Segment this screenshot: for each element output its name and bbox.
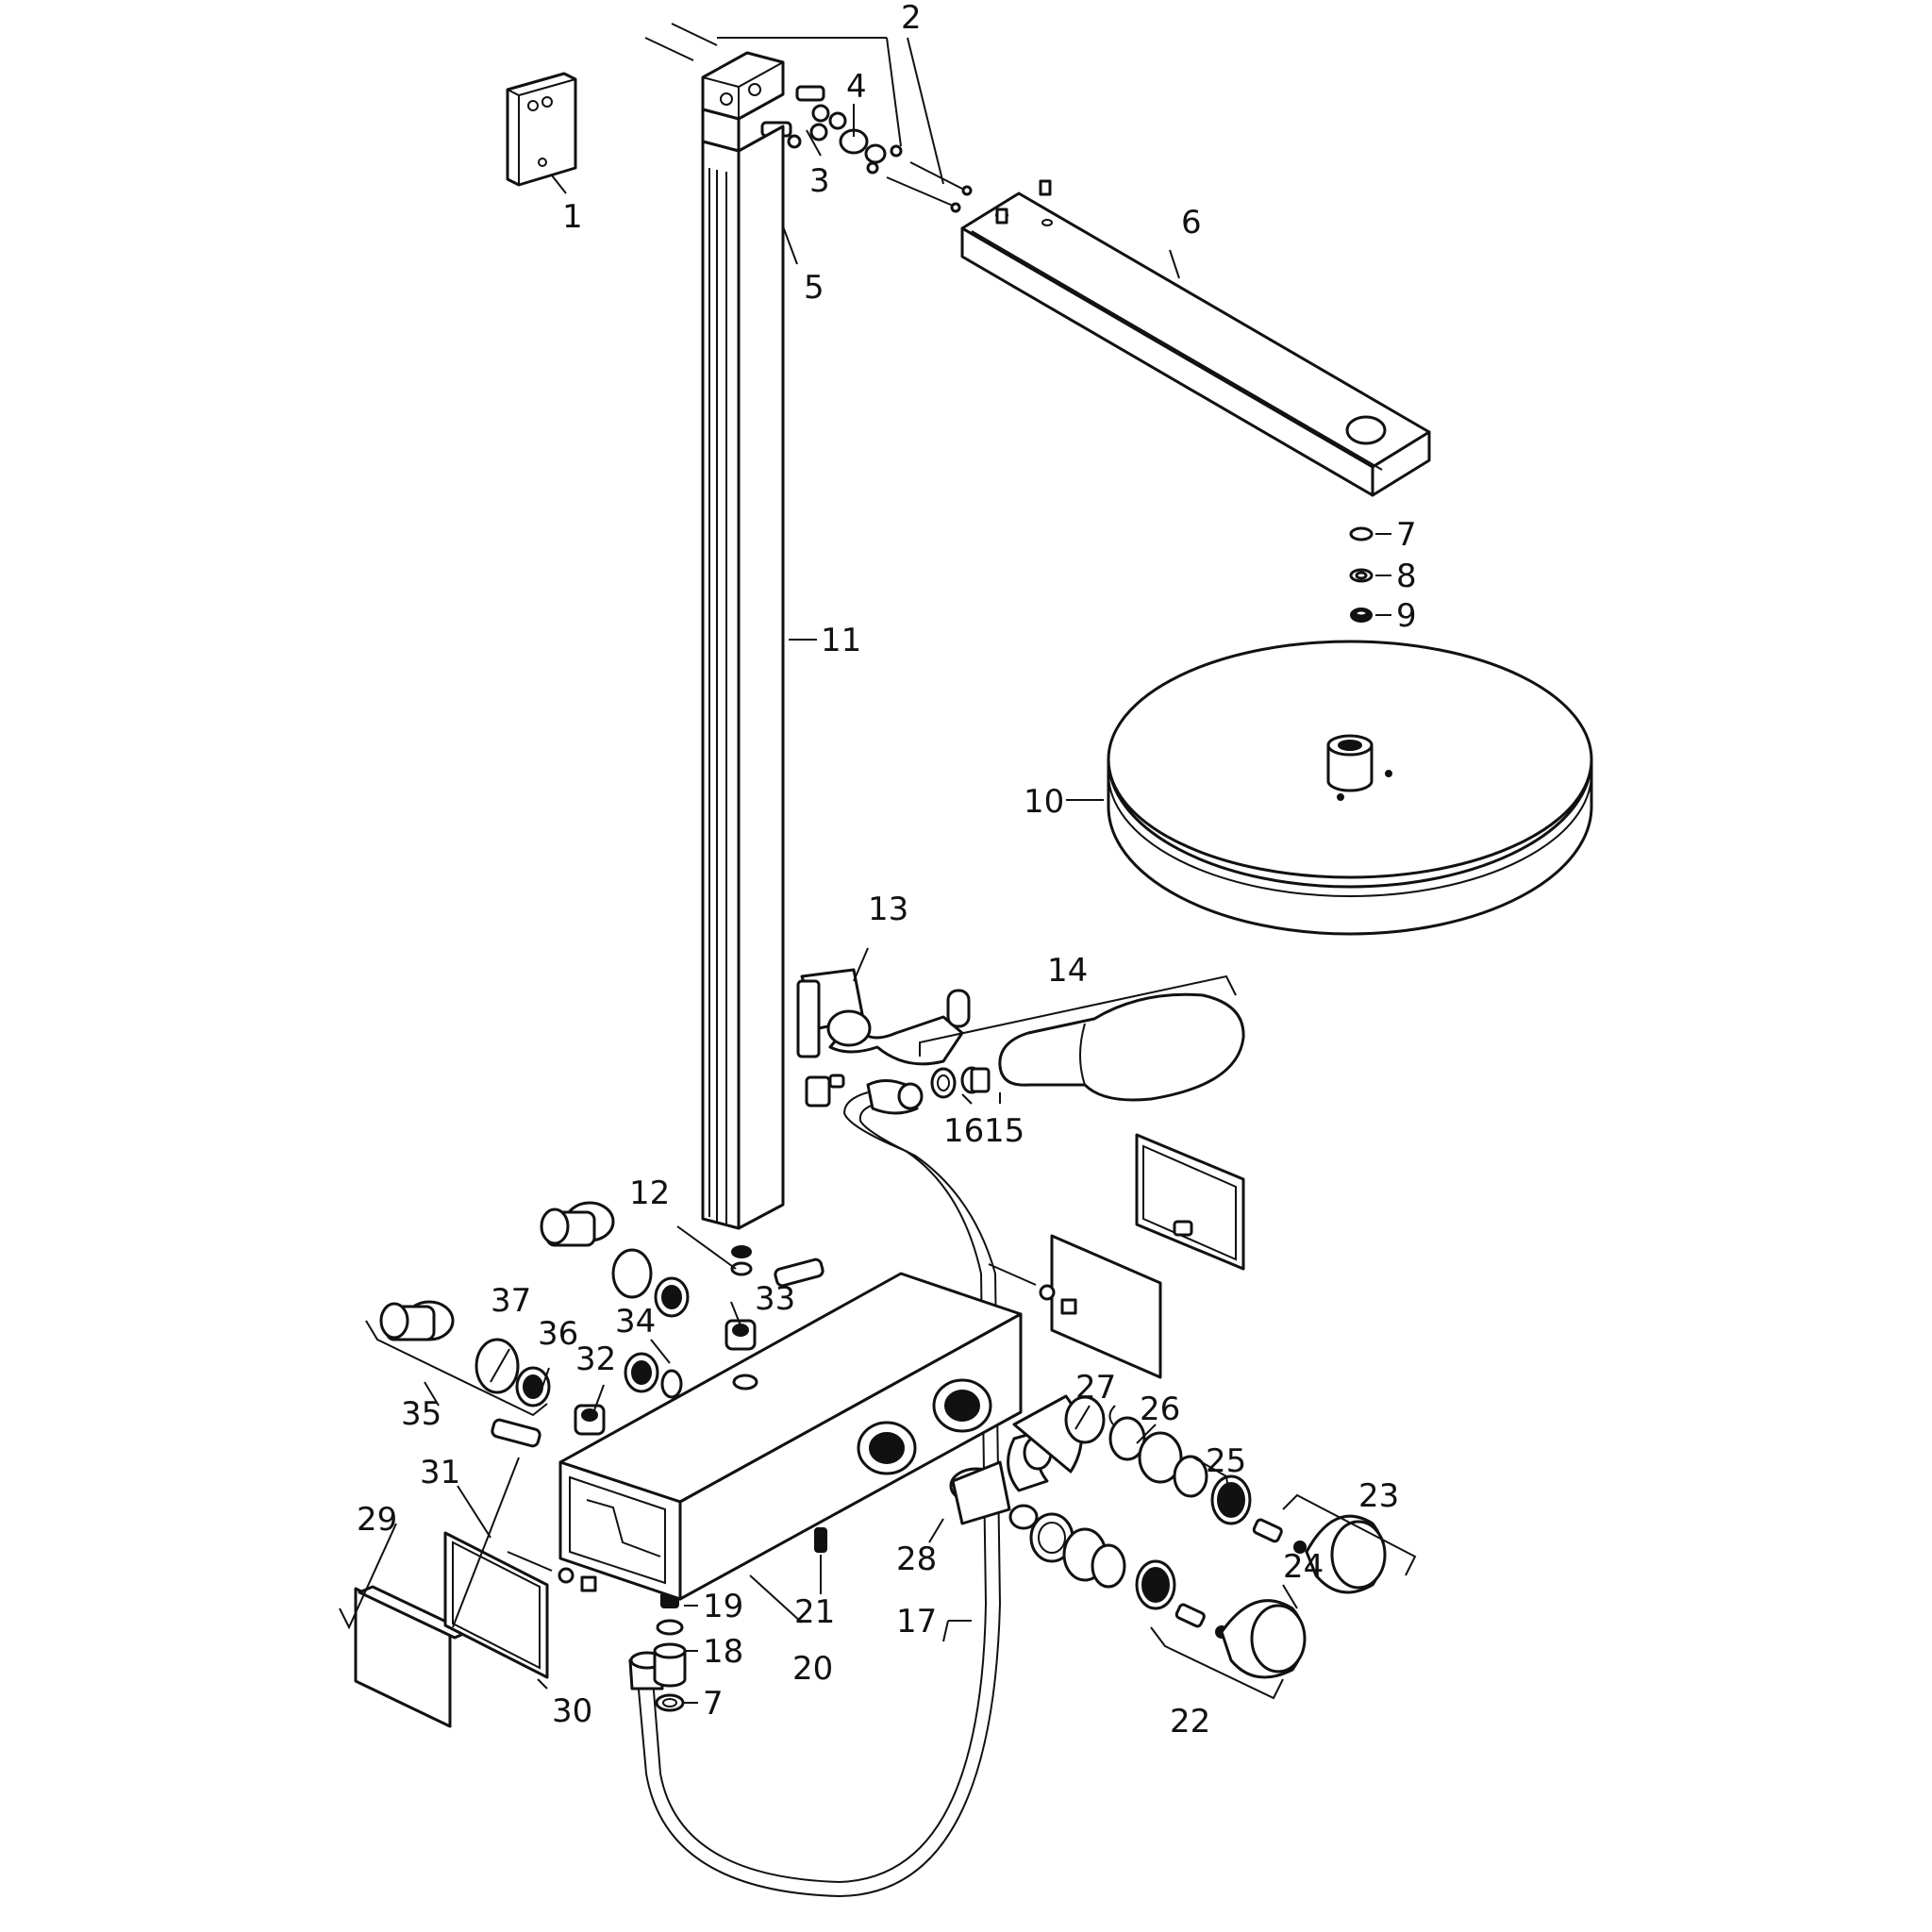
- mounting-screws: [507, 1263, 1077, 1592]
- label-37: 37: [491, 1282, 531, 1320]
- shower-arm: [960, 179, 1431, 497]
- thermostat-housing: [558, 1272, 1023, 1601]
- label-9: 9: [1396, 597, 1417, 635]
- column-seals: [730, 1245, 753, 1276]
- shower-column: [701, 125, 785, 1230]
- diverter-cartridge: [1012, 1394, 1387, 1594]
- label-31: 31: [420, 1454, 460, 1491]
- label-1: 1: [562, 198, 583, 236]
- label-10: 10: [1024, 783, 1064, 821]
- lower-connector: [653, 1591, 687, 1712]
- top-bracket: [701, 51, 785, 153]
- label-15: 15: [984, 1112, 1024, 1150]
- label-25: 25: [1206, 1442, 1246, 1480]
- label-34: 34: [615, 1303, 656, 1341]
- hand-shower-holder: [796, 968, 971, 1066]
- wall-screws: [644, 23, 973, 213]
- grub-screw: [814, 1527, 827, 1553]
- label-13: 13: [868, 891, 908, 928]
- label-23: 23: [1358, 1477, 1399, 1515]
- label-27: 27: [1075, 1369, 1116, 1407]
- hose-connectors: [805, 1066, 991, 1108]
- label-36: 36: [538, 1315, 578, 1353]
- label-16: 16: [943, 1112, 984, 1150]
- label-29: 29: [357, 1501, 397, 1539]
- part-labels: 1 2 3 4 5 6 7 8 9 10 11 12 13 14 15 16 1…: [357, 0, 1417, 1740]
- label-26: 26: [1140, 1391, 1180, 1428]
- label-4: 4: [846, 68, 867, 106]
- label-17: 17: [896, 1603, 937, 1641]
- hand-shower: [998, 992, 1245, 1102]
- washers: [1349, 526, 1374, 623]
- label-19: 19: [703, 1588, 743, 1625]
- label-2: 2: [901, 0, 922, 37]
- label-18: 18: [703, 1633, 743, 1671]
- label-35: 35: [401, 1395, 441, 1433]
- inlet-connectors: [379, 1201, 824, 1448]
- thermostat-cartridge: [949, 1427, 1307, 1679]
- label-24: 24: [1283, 1548, 1324, 1586]
- label-14: 14: [1047, 952, 1088, 990]
- label-3: 3: [809, 162, 830, 200]
- label-28: 28: [896, 1541, 937, 1578]
- label-30: 30: [552, 1692, 592, 1730]
- label-6: 6: [1181, 204, 1202, 242]
- label-20: 20: [792, 1650, 833, 1688]
- wall-plate: [506, 72, 577, 187]
- label-21: 21: [794, 1593, 835, 1631]
- label-7: 7: [1396, 516, 1417, 554]
- label-12: 12: [629, 1174, 670, 1212]
- label-22: 22: [1170, 1703, 1210, 1740]
- cover-plates: [354, 1133, 1245, 1728]
- overhead-shower: [1107, 640, 1593, 936]
- leader-lines: [339, 37, 1417, 1704]
- label-33: 33: [755, 1280, 795, 1318]
- label-8: 8: [1396, 558, 1417, 595]
- label-11: 11: [821, 622, 861, 659]
- label-7-lower: 7: [703, 1685, 724, 1723]
- shower-hose: [628, 1079, 1002, 1898]
- label-32: 32: [575, 1341, 616, 1378]
- label-5: 5: [804, 269, 824, 307]
